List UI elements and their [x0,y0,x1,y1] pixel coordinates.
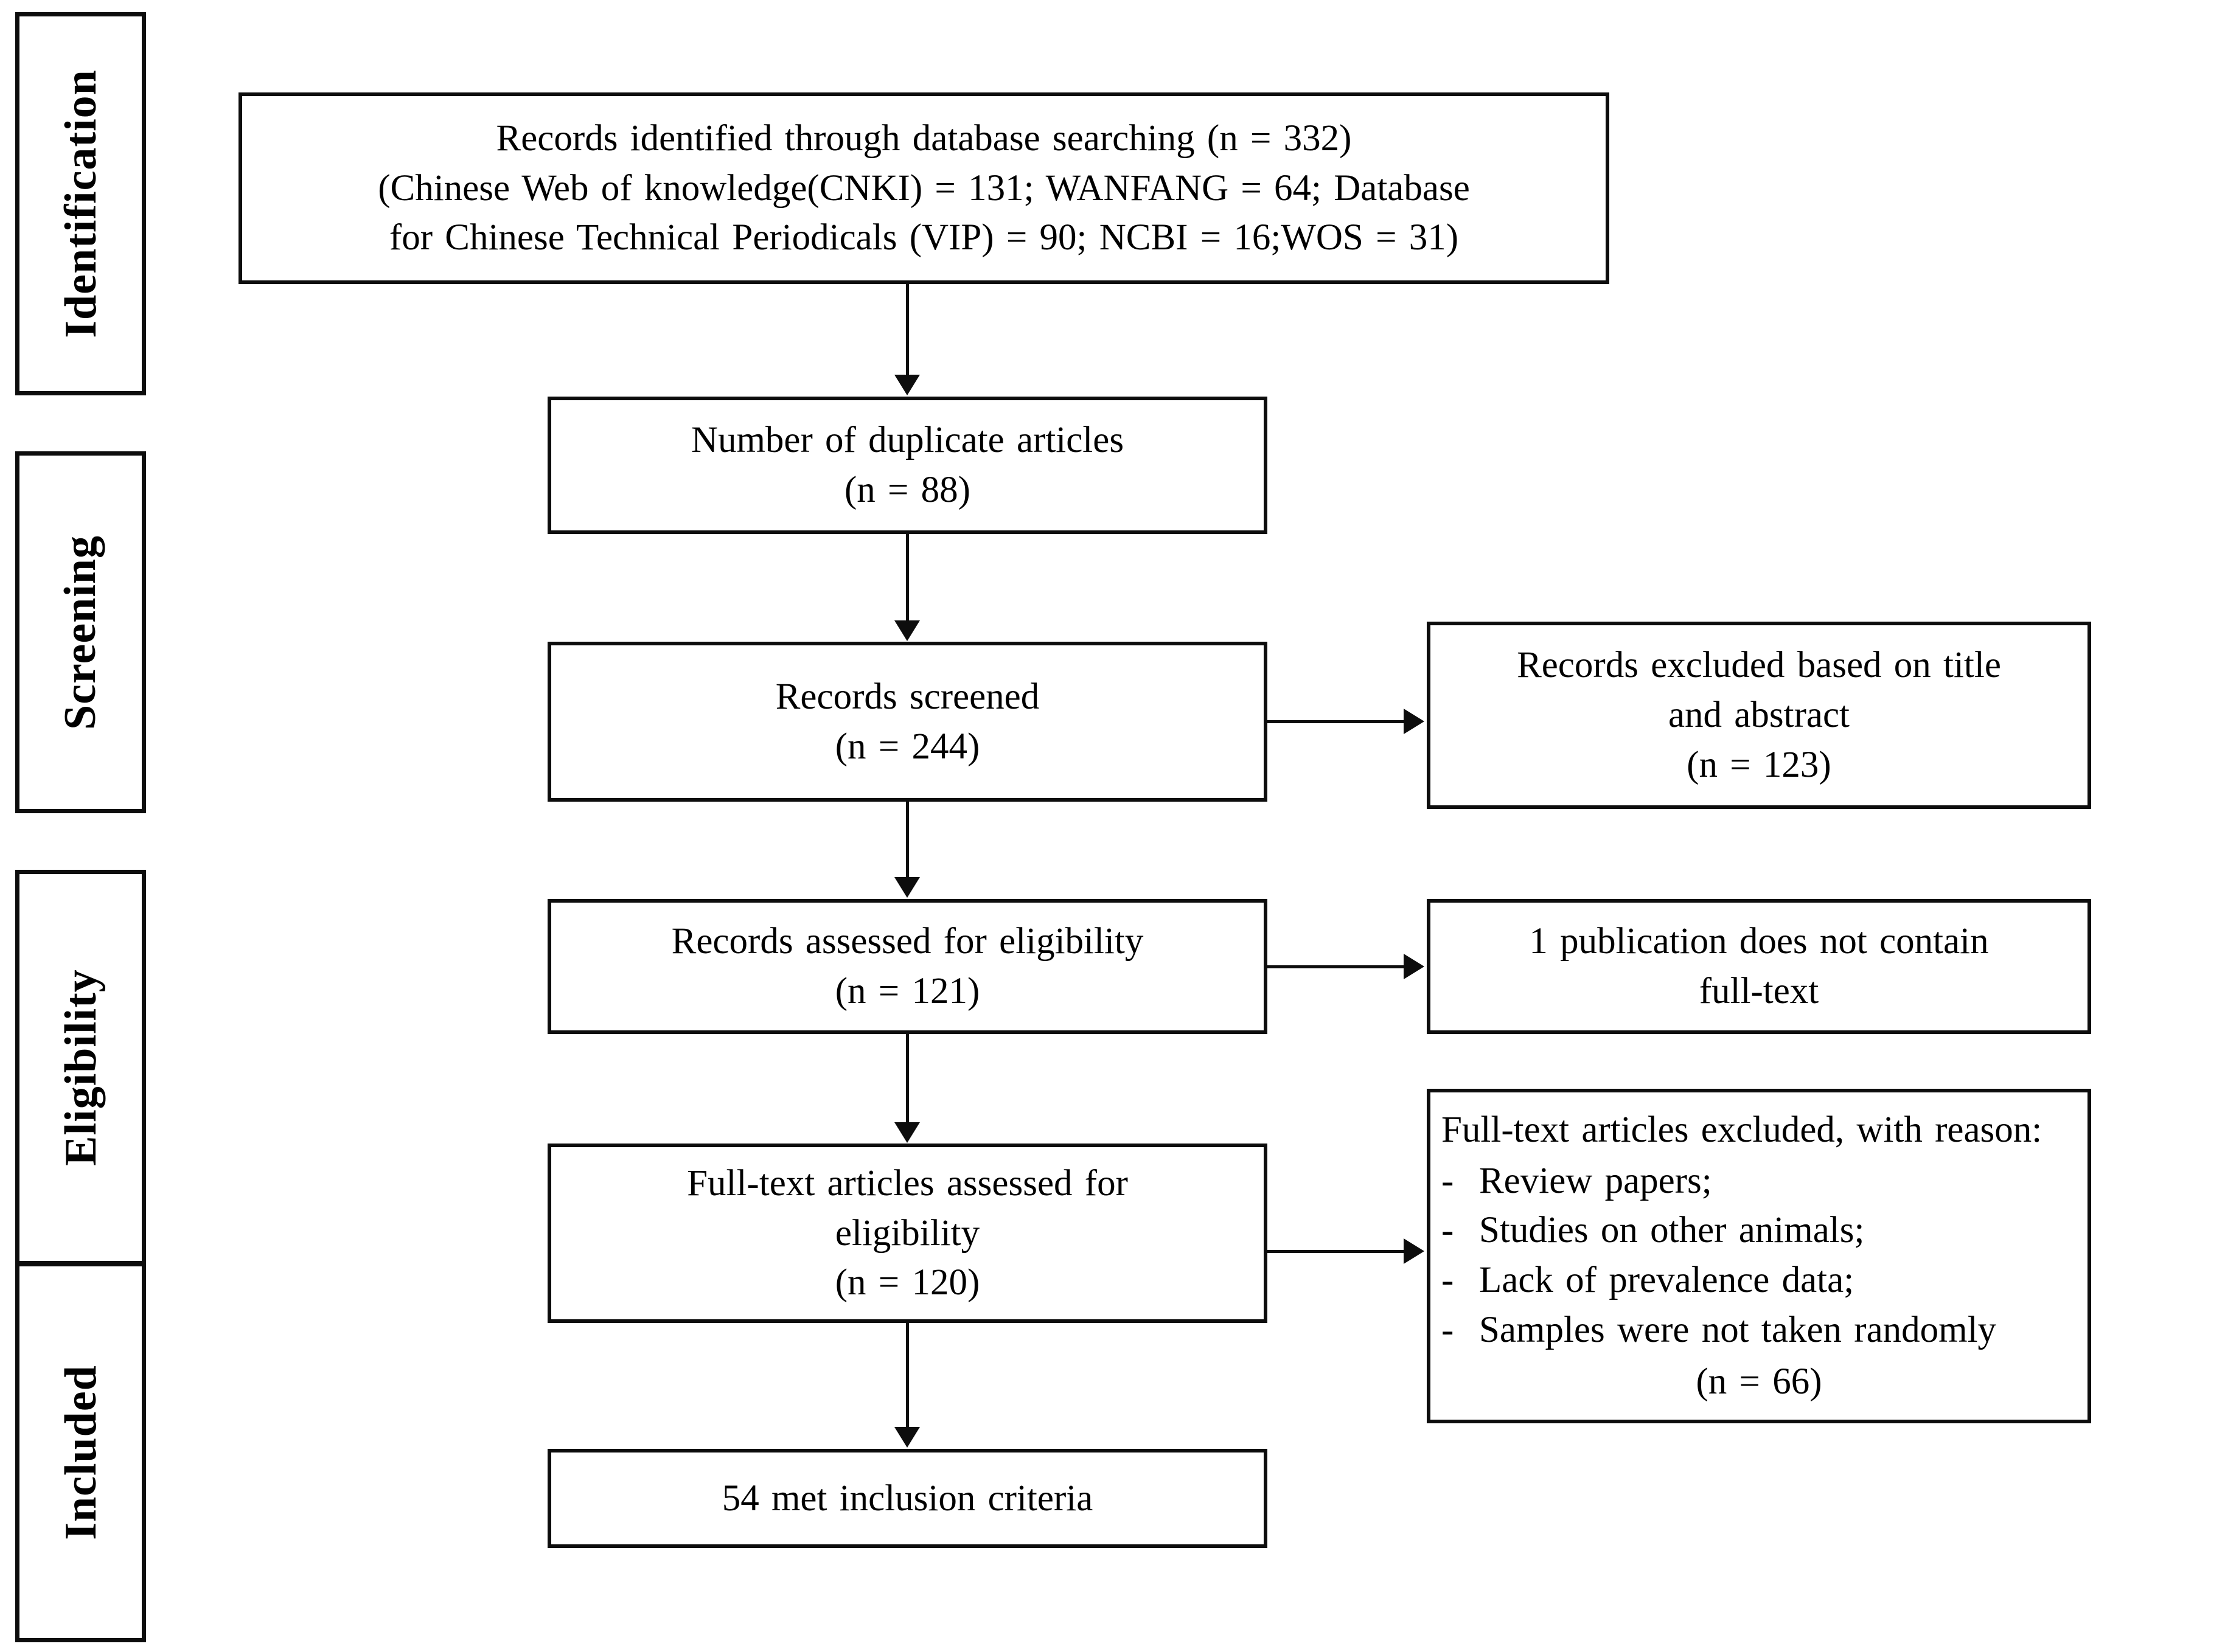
box-duplicate-articles-text: Number of duplicate articles (n = 88) [691,420,1124,510]
arrowhead-identified-to-duplicates [894,375,920,395]
stage-label-eligibility: Eligibility [55,969,106,1166]
stage-box-screening: Screening [15,451,146,813]
box-records-excluded-title-abstract-text: Records excluded based on title and abst… [1517,645,2001,785]
box-no-fulltext: 1 publication does not contain full-text [1427,899,2091,1034]
connector-screened-to-assessed [906,802,909,878]
bullet-dash-icon: - [1441,1260,1454,1300]
excluded-reason-label: Review papers; [1479,1160,1712,1201]
arrowhead-duplicates-to-screened [894,620,920,641]
connector-screened-to-excluded [1267,720,1404,723]
stage-label-screening: Screening [55,535,106,730]
connector-fulltext-to-included [906,1323,909,1428]
box-records-assessed-eligibility: Records assessed for eligibility (n = 12… [548,899,1267,1034]
box-records-identified-text: Records identified through database sear… [378,117,1470,259]
box-records-assessed-eligibility-text: Records assessed for eligibility (n = 12… [671,921,1144,1012]
connector-duplicates-to-screened [906,534,909,621]
stage-box-identification: Identification [15,12,146,395]
box-met-inclusion-criteria: 54 met inclusion criteria [548,1449,1267,1548]
bullet-dash-icon: - [1441,1309,1454,1350]
arrowhead-assessed-to-no-fulltext [1404,954,1424,979]
excluded-reason-item: -Studies on other animals; [1441,1206,2077,1255]
box-records-screened-text: Records screened (n = 244) [775,676,1040,767]
bullet-dash-icon: - [1441,1210,1454,1251]
connector-assessed-to-fulltext [906,1034,909,1123]
connector-fulltext-to-excluded-reasons [1267,1250,1404,1253]
box-fulltext-assessed-text: Full-text articles assessed for eligibil… [687,1162,1128,1303]
box-records-identified: Records identified through database sear… [239,92,1609,284]
arrowhead-screened-to-assessed [894,877,920,898]
excluded-reason-label: Lack of prevalence data; [1479,1260,1854,1300]
box-records-screened: Records screened (n = 244) [548,642,1267,802]
box-records-excluded-title-abstract: Records excluded based on title and abst… [1427,622,2091,809]
excluded-reason-label: Studies on other animals; [1479,1210,1865,1251]
arrowhead-fulltext-to-excluded-reasons [1404,1238,1424,1264]
excluded-reason-item: -Review papers; [1441,1156,2077,1206]
box-met-inclusion-criteria-text: 54 met inclusion criteria [722,1477,1093,1519]
excluded-reason-item: -Samples were not taken randomly [1441,1305,2077,1355]
excluded-reasons-count: (n = 66) [1696,1361,1822,1403]
box-no-fulltext-text: 1 publication does not contain full-text [1529,921,1989,1012]
box-fulltext-excluded-reasons-text: Full-text articles excluded, with reason… [1441,1105,2077,1407]
excluded-reason-label: Samples were not taken randomly [1479,1309,1997,1350]
connector-assessed-to-no-fulltext [1267,965,1404,968]
box-fulltext-assessed: Full-text articles assessed for eligibil… [548,1144,1267,1323]
box-duplicate-articles: Number of duplicate articles (n = 88) [548,397,1267,534]
connector-identified-to-duplicates [906,284,909,377]
excluded-reasons-title: Full-text articles excluded, with reason… [1441,1109,2042,1150]
stage-box-eligibility: Eligibility [15,870,146,1265]
stage-label-included: Included [55,1364,106,1540]
arrowhead-fulltext-to-included [894,1427,920,1448]
bullet-dash-icon: - [1441,1160,1454,1201]
box-fulltext-excluded-reasons: Full-text articles excluded, with reason… [1427,1089,2091,1423]
stage-box-included: Included [15,1262,146,1642]
stage-label-identification: Identification [55,69,106,338]
excluded-reason-item: -Lack of prevalence data; [1441,1255,2077,1305]
arrowhead-screened-to-excluded [1404,709,1424,734]
arrowhead-assessed-to-fulltext [894,1122,920,1143]
